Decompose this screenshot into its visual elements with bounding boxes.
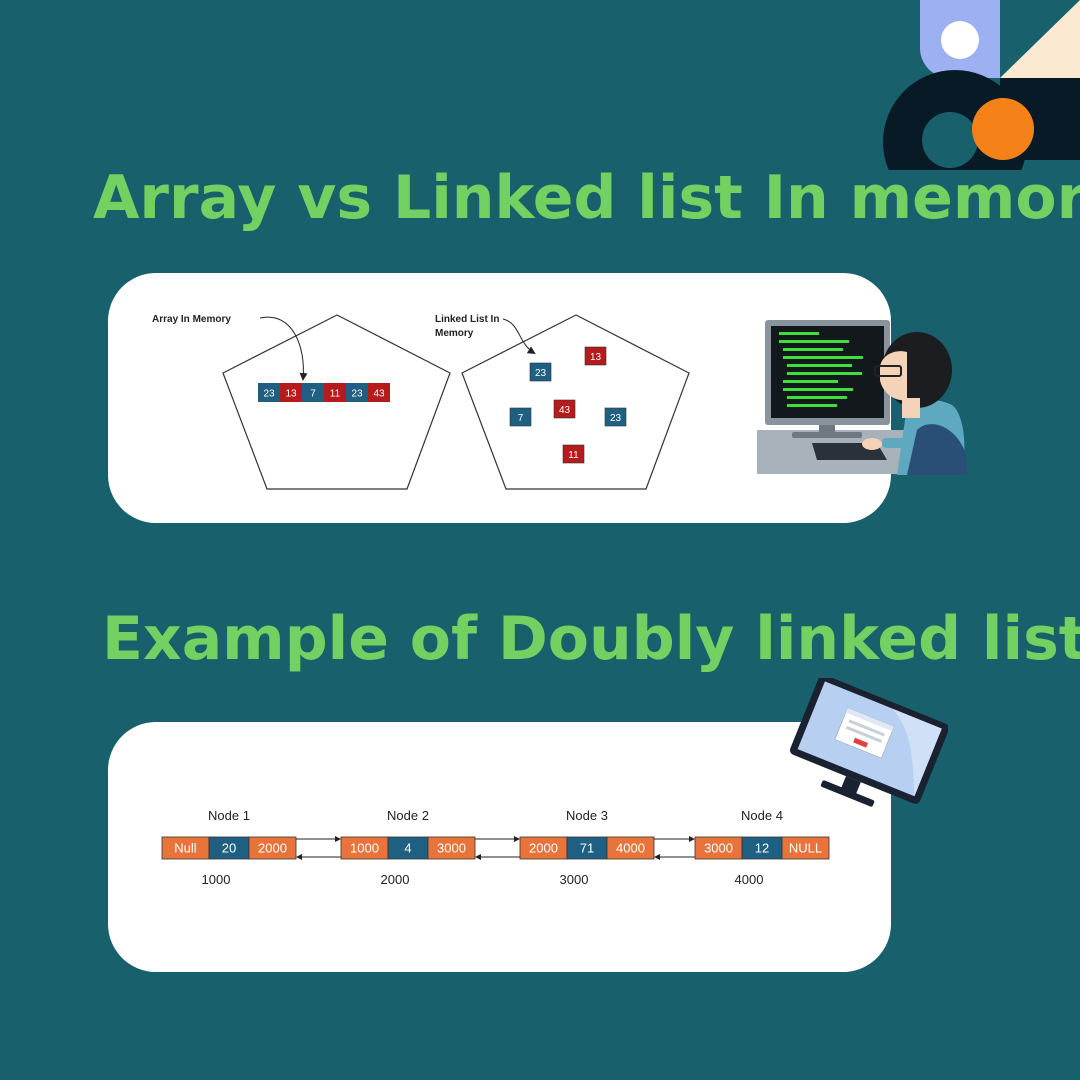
array-cell-value: 23: [351, 389, 363, 400]
node-prev-value: Null: [174, 841, 197, 856]
node-next-cell: [248, 836, 297, 860]
node-prev-value: 1000: [350, 841, 379, 856]
node-next-value: NULL: [789, 841, 822, 856]
node-address: 2000: [381, 872, 410, 887]
array-cell: [280, 383, 302, 402]
array-cell-value: 11: [330, 389, 341, 400]
doubly-linked-list-card: Node 1 Null 20 2000 1000 Node 2 1000 4 3000 2000 N…: [108, 722, 891, 972]
array-cell: [302, 383, 324, 402]
node-data-value: 71: [580, 841, 594, 856]
array-cell: [346, 383, 368, 402]
geometric-logo-shapes: [883, 0, 1080, 170]
array-cell-value: 23: [263, 389, 275, 400]
linked-node: [509, 407, 532, 427]
array-cell: [368, 383, 390, 402]
doubly-linked-list-diagram: Node 1 Null 20 2000 1000 Node 2 1000 4 3000 2000 N…: [161, 808, 830, 887]
node-next-value: 4000: [616, 841, 645, 856]
node-data-value: 12: [755, 841, 769, 856]
linked-node: [604, 407, 627, 427]
linked-node: [562, 444, 585, 464]
linked-node-value: 23: [535, 368, 547, 379]
array-memory-pentagon: [222, 314, 451, 490]
node-next-cell: [606, 836, 655, 860]
linked-node-value: 11: [568, 450, 579, 461]
node-data-value: 20: [222, 841, 236, 856]
memory-comparison-card: Array In Memory 23 13 7 11 23 43 Linked List …: [108, 273, 891, 523]
node-title: Node 4: [741, 808, 783, 823]
linked-label-arrow: [502, 318, 536, 355]
linked-node-value: 7: [518, 413, 524, 424]
node-address: 3000: [560, 872, 589, 887]
programmer-at-computer-illustration: [757, 320, 967, 475]
array-cell: [324, 383, 346, 402]
linked-node: [553, 399, 576, 419]
array-label-arrow: [259, 316, 308, 381]
node-next-cell: [427, 836, 476, 860]
node-title: Node 1: [208, 808, 250, 823]
monitor-illustration: [789, 678, 948, 807]
node-title: Node 3: [566, 808, 608, 823]
linked-node: [584, 346, 607, 366]
node-next-value: 2000: [258, 841, 287, 856]
title-doubly-linked-list: Example of Doubly linked list: [102, 604, 1080, 674]
title-array-vs-linked-list: Array vs Linked list In memory: [93, 163, 1080, 233]
node-title: Node 2: [387, 808, 429, 823]
linked-node-value: 43: [559, 405, 571, 416]
array-cell: [258, 383, 280, 402]
node-next-value: 3000: [437, 841, 466, 856]
node-next-cell: [781, 836, 830, 860]
node-prev-value: 3000: [704, 841, 733, 856]
linked-node-value: 13: [590, 352, 602, 363]
memory-diagram: Array In Memory 23 13 7 11 23 43 Linked List …: [152, 314, 690, 490]
linked-memory-label-line2: Memory: [435, 328, 474, 339]
node-address: 4000: [735, 872, 764, 887]
linked-node: [529, 362, 552, 382]
linked-memory-pentagon: [461, 314, 690, 490]
node-data-value: 4: [404, 841, 411, 856]
array-cell-value: 7: [310, 389, 316, 400]
array-cell-value: 13: [285, 389, 297, 400]
node-prev-value: 2000: [529, 841, 558, 856]
linked-node-value: 23: [610, 413, 622, 424]
array-memory-label: Array In Memory: [152, 314, 231, 325]
array-cell-value: 43: [373, 389, 385, 400]
linked-memory-label-line1: Linked List In: [435, 314, 499, 325]
node-address: 1000: [202, 872, 231, 887]
